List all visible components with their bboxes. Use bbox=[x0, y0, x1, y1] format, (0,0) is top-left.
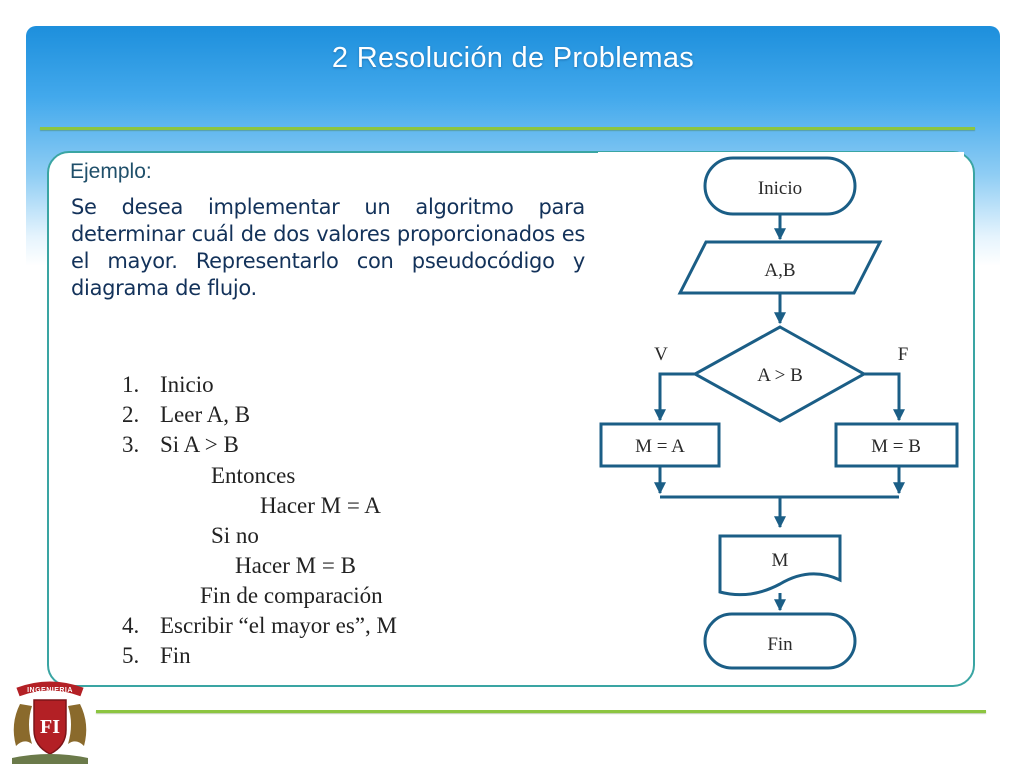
crest-ribbon-text: INGENIERIA bbox=[27, 687, 73, 694]
pseudocode-line-number: 3. bbox=[122, 432, 140, 457]
pseudocode-line: Hacer M = B bbox=[235, 553, 356, 578]
faculty-crest-logo: INGENIERIA FI bbox=[12, 681, 88, 764]
pseudocode-line: Entonces bbox=[211, 463, 296, 488]
true-process-box bbox=[599, 422, 721, 468]
decision-diamond bbox=[691, 325, 868, 423]
input-parallelogram bbox=[677, 240, 883, 295]
true-branch-label: V bbox=[654, 344, 668, 365]
end-terminal bbox=[703, 612, 857, 670]
footer-rule bbox=[96, 710, 986, 713]
pseudocode-line-number: 1. bbox=[122, 372, 140, 397]
pseudocode-line-number: 4. bbox=[122, 613, 140, 638]
false-action-label: M = B bbox=[871, 436, 921, 457]
end-label: Fin bbox=[767, 634, 793, 655]
false-process-box bbox=[834, 422, 959, 468]
pseudocode-line-number: 2. bbox=[122, 402, 140, 427]
title-underline bbox=[40, 127, 975, 130]
pseudocode-line: Hacer M = A bbox=[260, 493, 381, 518]
pseudocode-line-number: 5. bbox=[122, 643, 140, 668]
start-terminal bbox=[703, 156, 857, 216]
input-label: A,B bbox=[764, 260, 795, 281]
flowchart-diagram: Inicio A,B A > B V F M = A M = B M Fin bbox=[598, 152, 964, 672]
slide-title: 2 Resolución de Problemas bbox=[331, 42, 695, 74]
pseudocode-line: Si A > B bbox=[160, 432, 239, 457]
example-label: Ejemplo: bbox=[70, 160, 152, 183]
pseudocode-line: Fin de comparación bbox=[200, 583, 383, 608]
crest-letters: FI bbox=[40, 716, 60, 738]
output-label: M bbox=[772, 550, 789, 571]
arrow-true-branch bbox=[654, 372, 695, 422]
decision-label: A > B bbox=[757, 365, 803, 386]
output-document bbox=[718, 534, 842, 597]
start-label: Inicio bbox=[758, 178, 802, 199]
false-branch-label: F bbox=[898, 344, 909, 365]
pseudocode-line: Inicio bbox=[160, 372, 214, 397]
pseudocode-line: Fin bbox=[160, 643, 191, 668]
pseudocode-line: Si no bbox=[211, 523, 259, 548]
pseudocode-line: Escribir “el mayor es”, M bbox=[160, 613, 397, 638]
true-action-label: M = A bbox=[635, 436, 685, 457]
arrow-false-branch bbox=[864, 372, 905, 422]
pseudocode-line: Leer A, B bbox=[160, 402, 251, 427]
problem-statement: Se desea implementar un algoritmo para d… bbox=[71, 195, 585, 300]
